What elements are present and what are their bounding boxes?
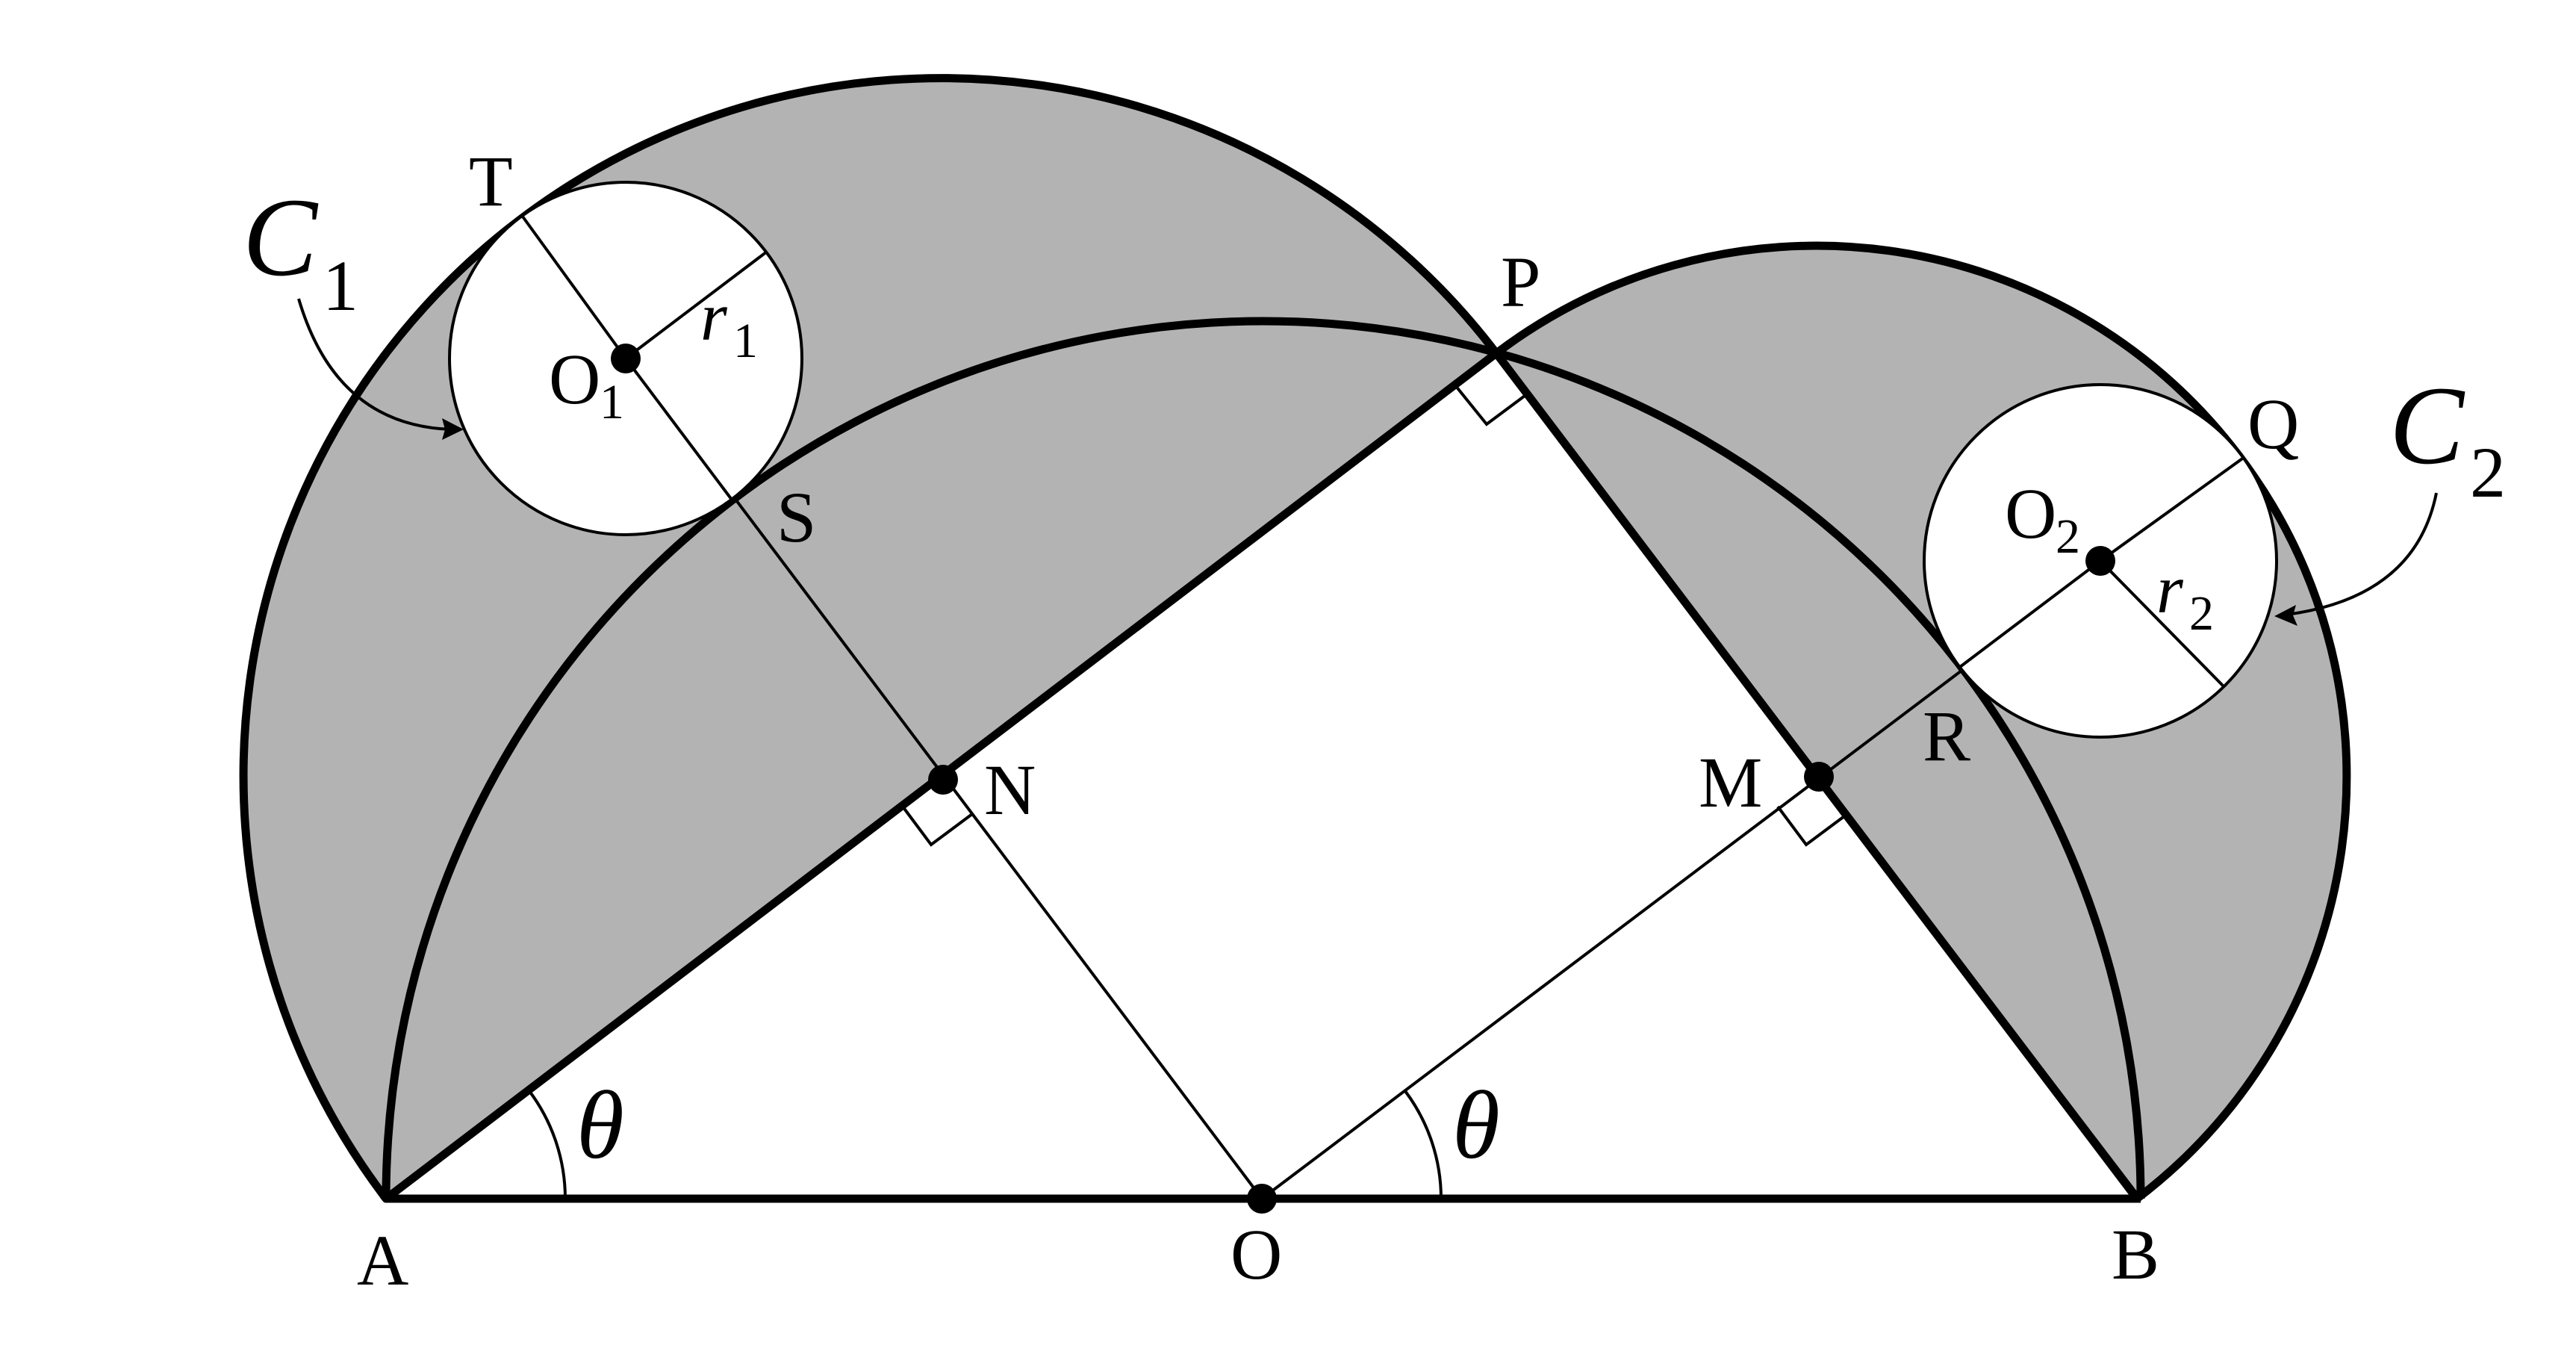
label-t: T bbox=[469, 141, 513, 221]
arrowhead-c1 bbox=[442, 418, 464, 440]
right-angle-p bbox=[1454, 384, 1526, 426]
segment-o2-q bbox=[2099, 456, 2246, 562]
label-n: N bbox=[984, 750, 1036, 830]
callout-arrow-c2 bbox=[2286, 492, 2438, 616]
dot-o2 bbox=[2085, 546, 2115, 576]
angle-arc-o bbox=[1404, 1090, 1443, 1199]
arrowhead-c2 bbox=[2274, 605, 2297, 626]
right-angle-n bbox=[901, 805, 974, 847]
segment-o1-s bbox=[624, 357, 733, 501]
label-o: O bbox=[1231, 1214, 1282, 1294]
dot-o bbox=[1247, 1184, 1277, 1214]
label-b: B bbox=[2112, 1214, 2159, 1294]
label-o1: O1 bbox=[549, 339, 624, 429]
segment-o1-r1 bbox=[624, 250, 768, 360]
large-semicircle-ap bbox=[239, 74, 1501, 1203]
right-angle-m bbox=[1776, 805, 1849, 847]
label-o2: O2 bbox=[2005, 473, 2080, 564]
label-s: S bbox=[777, 477, 816, 557]
label-theta-o: θ bbox=[1452, 1072, 1500, 1179]
label-m: M bbox=[1699, 742, 1762, 822]
dot-o1 bbox=[611, 344, 641, 373]
label-p: P bbox=[1501, 242, 1540, 322]
label-theta-a: θ bbox=[576, 1072, 624, 1179]
label-q: Q bbox=[2247, 384, 2299, 464]
angle-arc-a bbox=[528, 1090, 567, 1199]
label-a: A bbox=[357, 1220, 408, 1300]
segment-t-o1 bbox=[521, 215, 627, 360]
semicircle-ab bbox=[382, 317, 2145, 1199]
dot-n bbox=[928, 765, 958, 795]
semicircle-pb bbox=[1492, 241, 2351, 1203]
label-c1: C1 bbox=[243, 176, 358, 326]
dot-m bbox=[1804, 762, 1834, 792]
label-r: R bbox=[1923, 696, 1970, 776]
segment-r-o2 bbox=[1959, 559, 2102, 668]
segment-o2-r2 bbox=[2099, 559, 2225, 688]
callout-arrow-c1 bbox=[297, 298, 452, 431]
label-c2: C2 bbox=[2389, 364, 2506, 512]
